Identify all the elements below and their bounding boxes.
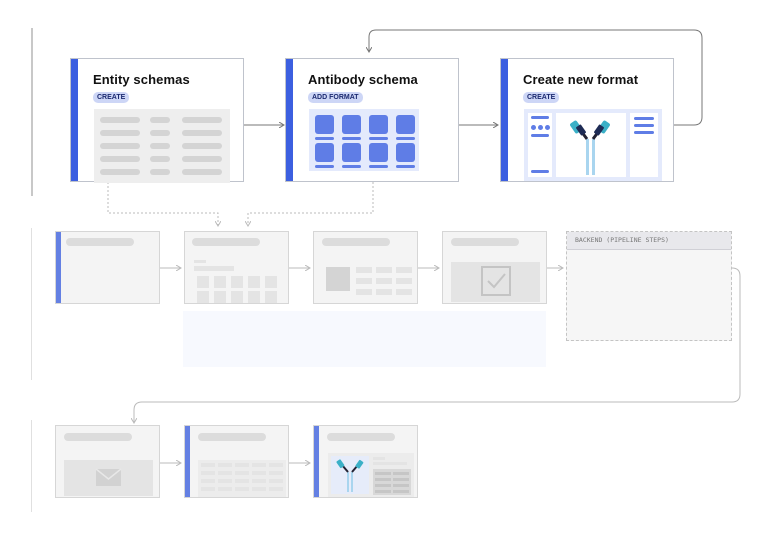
add-format-badge[interactable]: ADD FORMAT [308, 92, 363, 103]
loop-back-connector [369, 29, 703, 126]
envelope-icon [95, 468, 122, 486]
antibody-icon [570, 120, 610, 175]
section-rail-middle [31, 228, 32, 380]
card-title: Entity schemas [93, 72, 190, 87]
canvas-panel [556, 113, 626, 177]
antibody-schema-card[interactable]: Antibody schema ADD FORMAT [285, 58, 459, 182]
muted-step-card-3 [313, 231, 418, 304]
muted-step-card-4 [442, 231, 547, 304]
backend-header: BACKEND (PIPELINE STEPS) [567, 232, 731, 250]
format-grid-preview [309, 109, 419, 171]
entity-schemas-card[interactable]: Entity schemas CREATE [70, 58, 244, 183]
antibody-icon [336, 459, 364, 492]
dotted-connector-left [107, 182, 218, 226]
format-editor-preview [524, 109, 662, 181]
muted-step-card-2 [184, 231, 289, 304]
schema-table-preview [94, 109, 230, 183]
dotted-connector-right [248, 182, 374, 226]
backend-to-bottom-connector [134, 267, 741, 423]
create-new-format-card[interactable]: Create new format CREATE [500, 58, 674, 182]
section-rail-bottom [31, 420, 32, 512]
muted-step-card-1 [55, 231, 160, 304]
muted-step-card-5 [55, 425, 160, 498]
highlight-panel [183, 311, 546, 367]
create-badge[interactable]: CREATE [93, 92, 130, 103]
card-accent [501, 59, 508, 181]
check-icon [481, 266, 511, 296]
muted-step-card-7 [313, 425, 418, 498]
card-title: Create new format [523, 72, 639, 87]
card-title: Antibody schema [308, 72, 418, 87]
right-panel [630, 113, 658, 177]
muted-step-card-6 [184, 425, 289, 498]
left-panel [528, 113, 552, 177]
backend-pipeline-box: BACKEND (PIPELINE STEPS) [566, 231, 732, 341]
card-accent [71, 59, 78, 181]
section-rail-top [31, 28, 33, 196]
card-accent [286, 59, 293, 181]
backend-label: BACKEND (PIPELINE STEPS) [575, 236, 669, 244]
create-badge[interactable]: CREATE [523, 92, 560, 103]
